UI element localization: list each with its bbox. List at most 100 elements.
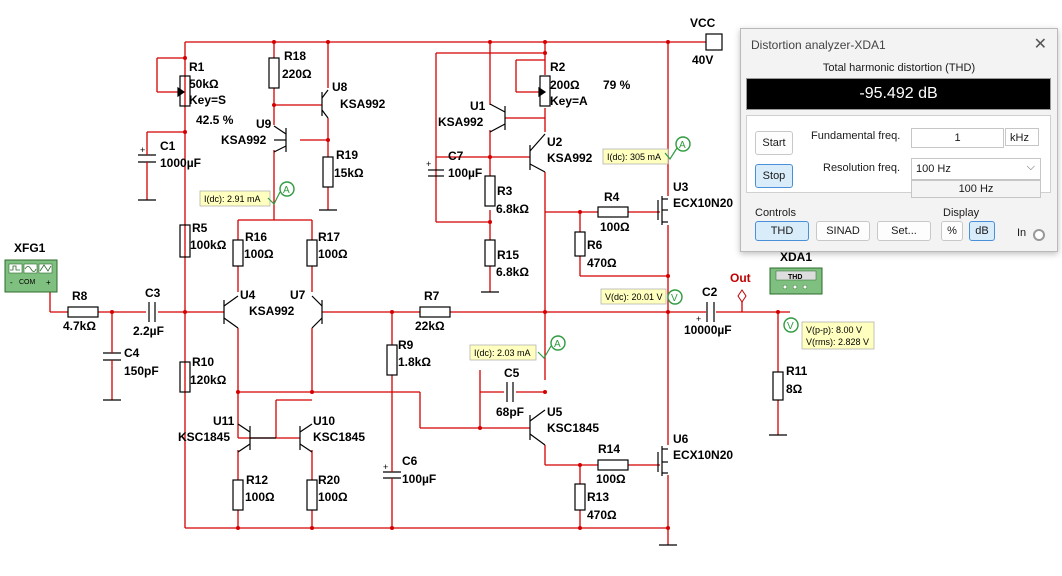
label-c3-name: C3 — [145, 286, 161, 300]
label-u6-part: ECX10N20 — [673, 448, 733, 462]
junctions — [110, 40, 780, 530]
resistor-r13 — [574, 483, 586, 511]
chevron-down-icon: ⌵ — [1026, 161, 1035, 173]
sinad-button[interactable]: SINAD — [816, 221, 870, 241]
label-r18-name: R18 — [284, 49, 306, 63]
fundamental-freq-input[interactable]: 1 — [911, 128, 1004, 148]
probe-p1[interactable] — [199, 181, 295, 207]
label-u4-part: KSA992 — [249, 304, 295, 318]
label-r15-name: R15 — [497, 248, 519, 262]
svg-text:+: + — [696, 314, 701, 324]
probe-p3[interactable] — [600, 288, 683, 305]
generator-name: XFG1 — [14, 241, 46, 255]
resistor-r17 — [306, 239, 318, 267]
resolution-freq-readout: 100 Hz — [911, 180, 1041, 198]
start-button[interactable]: Start — [755, 131, 793, 155]
transistor-u4 — [223, 295, 239, 329]
resistor-r5 — [179, 224, 191, 258]
probe-p5[interactable] — [783, 317, 875, 350]
resolution-freq-value: 100 Hz — [916, 163, 951, 175]
label-r17-value: 100Ω — [318, 247, 348, 261]
resistor-r18 — [268, 57, 280, 89]
label-r11-value: 8Ω — [786, 382, 803, 396]
probe-p4-text: I(dc): 2.03 mA — [474, 348, 531, 358]
label-c2-name: C2 — [702, 285, 718, 299]
out-marker[interactable] — [737, 289, 747, 303]
probe-p1-letter: A — [283, 185, 290, 196]
label-c5-name: C5 — [504, 366, 520, 380]
label-r2-key: Key=A — [550, 94, 588, 108]
label-r10-name: R10 — [192, 355, 214, 369]
capacitor-bodies[interactable] — [103, 148, 715, 485]
polarity-marks: ++ ++ — [140, 145, 701, 472]
capacitor-c6 — [383, 465, 401, 485]
label-u5-name: U5 — [547, 405, 563, 419]
stop-button[interactable]: Stop — [755, 164, 793, 188]
probe-p4[interactable] — [469, 335, 566, 361]
label-c1-name: C1 — [160, 139, 176, 153]
wires — [49, 41, 790, 545]
percent-button[interactable]: % — [941, 221, 963, 241]
resistor-r11 — [772, 371, 784, 401]
input-terminal-icon[interactable] — [1033, 229, 1045, 241]
label-u10-part: KSC1845 — [313, 430, 365, 444]
label-u3-part: ECX10N20 — [673, 196, 733, 210]
resistor-r3 — [484, 175, 496, 207]
db-button[interactable]: dB — [969, 221, 995, 241]
close-icon[interactable]: ✕ — [1033, 36, 1047, 53]
probe-p1-text: I(dc): 2.91 mA — [204, 194, 261, 204]
label-r11-name: R11 — [786, 364, 808, 378]
svg-text:+: + — [426, 159, 431, 169]
fundamental-freq-label: Fundamental freq. — [811, 130, 901, 142]
fundamental-freq-unit-select[interactable]: kHz — [1005, 128, 1039, 146]
transistor-u5 — [529, 409, 546, 446]
label-r13-name: R13 — [587, 490, 609, 504]
resolution-freq-select[interactable]: 100 Hz ⌵ — [911, 158, 1041, 180]
generator-plus: + — [46, 278, 51, 287]
label-r14-value: 100Ω — [596, 472, 626, 486]
distortion-analyzer-window[interactable]: Distortion analyzer-XDA1 ✕ Total harmoni… — [740, 28, 1058, 252]
function-generator-xfg1[interactable] — [4, 259, 58, 293]
svg-text:+: + — [140, 145, 145, 155]
capacitor-c4 — [103, 345, 121, 368]
label-r20-value: 100Ω — [318, 490, 348, 504]
transistor-u2 — [529, 133, 546, 173]
probe-p3-text: V(dc): 20.01 V — [605, 292, 663, 302]
label-c7-value: 100µF — [448, 166, 482, 180]
label-r8-name: R8 — [72, 289, 88, 303]
label-u11-name: U11 — [213, 414, 235, 428]
generator-com: COM — [19, 279, 36, 286]
set-button[interactable]: Set... — [877, 221, 931, 241]
transistor-u7 — [311, 295, 323, 329]
resistor-bodies[interactable] — [67, 57, 784, 511]
capacitor-c2 — [706, 302, 715, 322]
capacitor-c3 — [148, 302, 156, 322]
label-u8-name: U8 — [332, 80, 348, 94]
label-r6-name: R6 — [587, 238, 603, 252]
probe-p5-letter: V — [787, 321, 794, 332]
label-r16-name: R16 — [245, 230, 267, 244]
dialog-titlebar[interactable]: Distortion analyzer-XDA1 ✕ — [741, 29, 1057, 59]
label-r7-value: 22kΩ — [415, 319, 445, 333]
display-section-label: Display — [943, 207, 980, 219]
distortion-analyzer-xda1[interactable] — [769, 267, 823, 295]
label-r20-name: R20 — [318, 473, 340, 487]
thd-button[interactable]: THD — [755, 221, 809, 241]
label-u11-part: KSC1845 — [178, 430, 230, 444]
resistor-r16 — [232, 239, 244, 267]
resistor-r9 — [386, 344, 398, 376]
capacitor-c5 — [506, 382, 514, 402]
label-r8-value: 4.7kΩ — [63, 319, 96, 333]
label-r2-name: R2 — [550, 60, 566, 74]
capacitor-c7 — [428, 169, 444, 177]
resistor-r7 — [419, 306, 451, 318]
label-c4-name: C4 — [124, 346, 140, 360]
resolution-freq-label: Resolution freq. — [823, 162, 901, 174]
label-r15-value: 6.8kΩ — [496, 265, 529, 279]
vcc-terminal[interactable] — [705, 33, 723, 51]
label-r5-name: R5 — [192, 221, 208, 235]
transistor-bodies[interactable] — [223, 89, 668, 476]
analyzer-name: XDA1 — [780, 250, 812, 264]
probe-p2[interactable] — [602, 136, 691, 165]
